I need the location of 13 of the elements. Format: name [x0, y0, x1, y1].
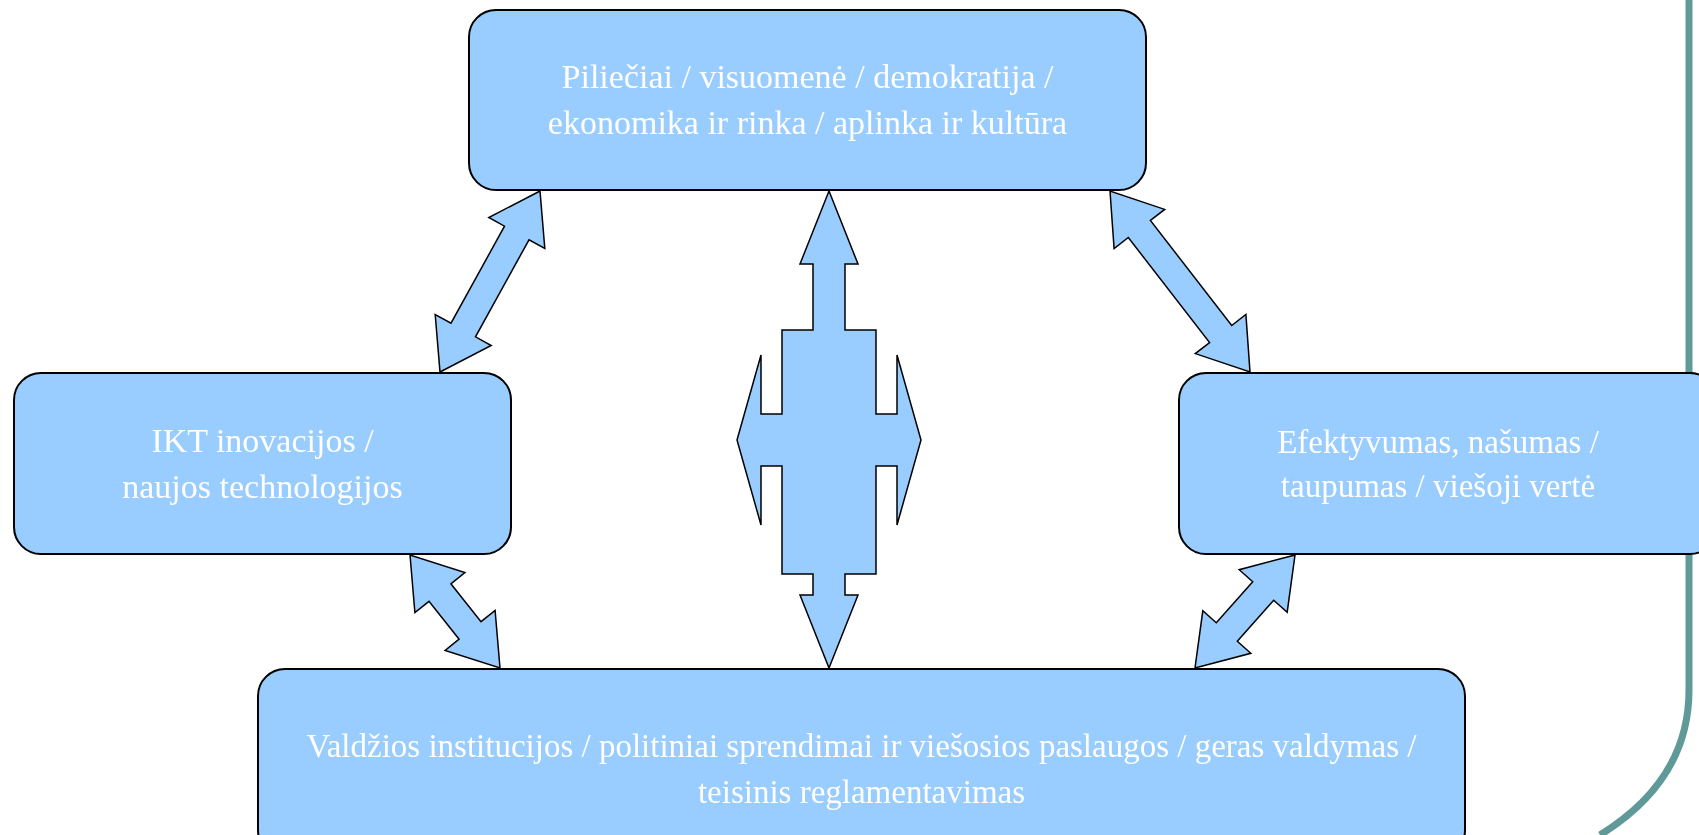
rounded-box	[468, 9, 1147, 191]
rounded-box	[1178, 372, 1699, 555]
double-arrow	[434, 189, 546, 374]
box-text: Efektyvumas, našumas / taupumas / viešoji vertė	[1276, 422, 1600, 506]
double-arrow	[1109, 189, 1251, 374]
rounded-box	[13, 372, 512, 555]
box-text: Valdžios institucijos / politiniai sprendimai ir viešosios paslaugos / geras valdymas / teisinis reglamentavimas	[305, 727, 1418, 812]
double-arrow	[1194, 554, 1296, 669]
double-arrow	[409, 553, 501, 670]
four-way-arrow	[736, 188, 922, 671]
box-text: Piliečiai / visuomenė / demokratija / ekonomika ir rinka / aplinka ir kultūra	[546, 57, 1069, 143]
rounded-box	[257, 668, 1466, 835]
box-text: IKT inovacijos / naujos technologijos	[121, 420, 404, 507]
